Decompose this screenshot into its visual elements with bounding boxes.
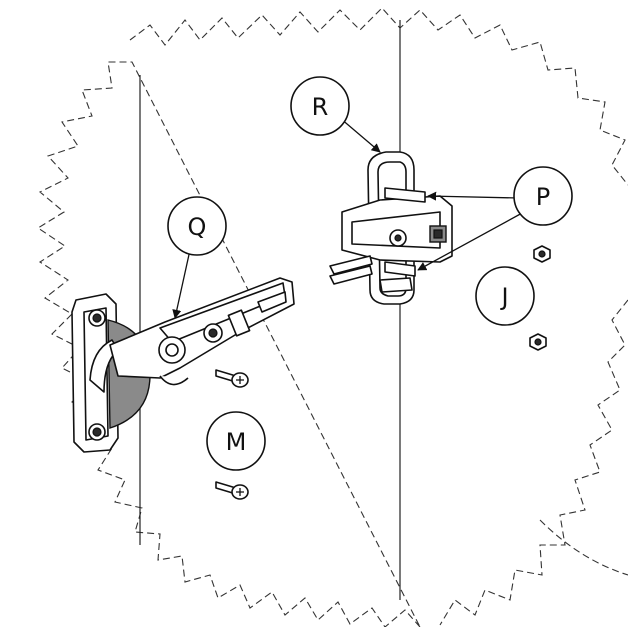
screw-lower [215,481,249,500]
screw-upper [215,369,249,388]
callout-j-label: J [499,283,508,311]
callout-m-label: M [226,428,247,456]
leader-r [339,117,381,153]
nut-lower [529,333,547,351]
callout-r-label: R [312,93,329,121]
hinge-arm [109,277,295,386]
callout-q: Q [167,196,227,256]
nut-upper [533,245,551,263]
plate-screws [384,187,426,277]
callout-r: R [290,76,350,136]
leader-q [172,249,191,319]
callout-p: P [513,166,573,226]
leader-p-upper [427,191,519,201]
callout-q-label: Q [188,213,207,241]
callout-p-label: P [536,183,550,211]
callout-m: M [206,411,266,471]
panel-edge-dashed [539,519,628,576]
mounting-plate [329,151,453,305]
leader-p-lower [417,211,525,271]
callout-j: J [475,266,535,326]
